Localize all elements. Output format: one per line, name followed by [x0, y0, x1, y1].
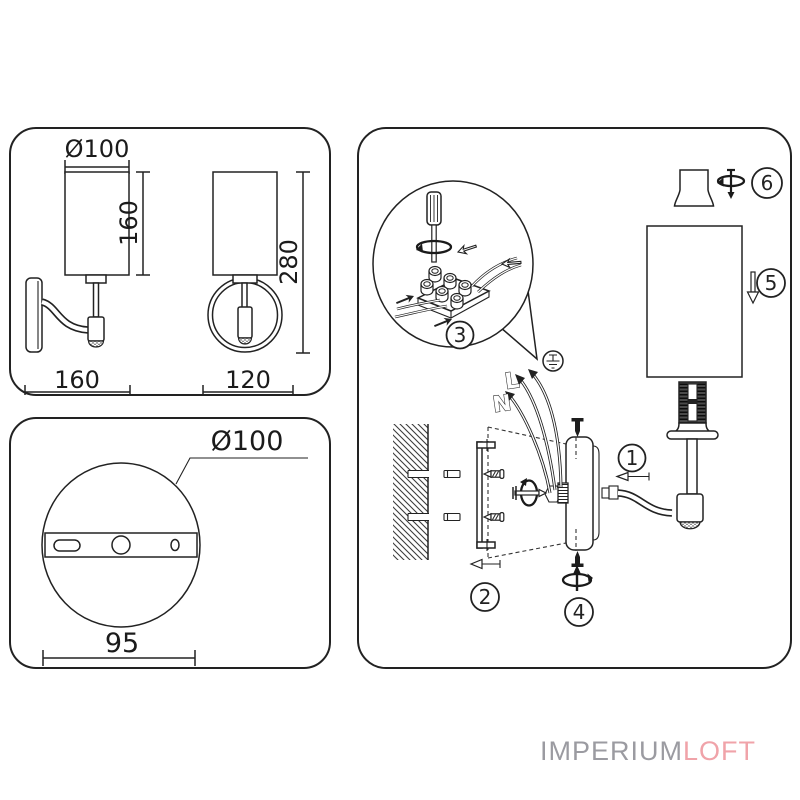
- svg-text:1: 1: [626, 446, 639, 470]
- shade-outline: [212, 171, 278, 276]
- projection-dashed-lines: [487, 426, 567, 559]
- hole-spacing-label: 95: [105, 628, 139, 659]
- adjust-screw-rotate-icon: [512, 478, 548, 507]
- base-view-panel: Ø100 95: [9, 417, 331, 669]
- rotate-arrow-icon: [415, 239, 453, 255]
- socket-flange: [666, 430, 719, 440]
- joint-dome: [679, 521, 701, 530]
- wall-anchor-icon: [443, 512, 461, 522]
- sconce-side-view: Ø100 160 160: [24, 135, 150, 395]
- mounting-bracket: [476, 426, 567, 559]
- svg-text:4: 4: [573, 600, 586, 624]
- hole-spacing-dimension-line: [42, 650, 196, 666]
- detail-balloon: 3: [372, 180, 539, 361]
- svg-text:6: 6: [761, 171, 774, 195]
- assembly-panel: L N: [357, 127, 792, 669]
- shade-outline: [64, 171, 130, 276]
- shade-neck: [85, 274, 107, 284]
- supply-wires: [505, 369, 563, 494]
- step-3-badge: 3: [445, 320, 475, 350]
- step-4-badge: 4: [564, 597, 594, 627]
- thread-slot-bar: [688, 399, 697, 404]
- total-height-label: 280: [275, 239, 303, 285]
- brand-logo: IMPERIUMLOFT: [540, 736, 756, 766]
- direction-arrow-left-icon: [469, 558, 501, 570]
- drill-hole: [407, 469, 429, 479]
- height-dimension-line: [136, 171, 150, 276]
- small-hole: [170, 538, 180, 552]
- depth-dimension-line: [24, 385, 131, 395]
- svg-text:3: 3: [454, 323, 467, 347]
- socket: [87, 316, 105, 342]
- wall-hatch: [393, 424, 428, 560]
- arm-assembly: [601, 381, 719, 530]
- slot-hole: [53, 539, 81, 552]
- swivel-joint: [676, 493, 704, 523]
- wire-live-label: L: [503, 368, 520, 395]
- arm-ferrule: [608, 485, 619, 500]
- step-5-badge: 5: [756, 268, 786, 298]
- socket: [237, 306, 253, 339]
- step-2-badge: 2: [470, 582, 500, 612]
- direction-arrow-down-icon: [746, 271, 760, 305]
- step-6-badge: 6: [751, 167, 783, 199]
- cable-gland: [544, 482, 569, 504]
- stem: [241, 282, 248, 310]
- drill-hole: [407, 512, 429, 522]
- rotate-screw-icon: [716, 168, 746, 199]
- diameter-leader-line: [175, 457, 308, 485]
- dimension-views-panel: Ø100 160 160 280: [9, 127, 331, 396]
- width-label: 120: [225, 366, 271, 394]
- svg-text:2: 2: [479, 585, 492, 609]
- ground-icon: [542, 350, 564, 372]
- socket-dome: [87, 340, 105, 348]
- wire-neutral-label: N: [491, 391, 513, 418]
- shade-neck: [232, 274, 258, 284]
- drop-stem: [686, 438, 698, 495]
- rotate-screw-icon: [561, 565, 593, 591]
- balloon-wires: [394, 256, 522, 319]
- shade-height-label: 160: [115, 200, 143, 246]
- fixing-screw-bottom-icon: [571, 551, 584, 567]
- brand-logo-primary: IMPERIUM: [540, 736, 683, 766]
- sconce-front-view: 280 120: [202, 171, 310, 395]
- finial-cap: [673, 169, 715, 207]
- base-diameter-label: Ø100: [211, 426, 284, 457]
- stem: [92, 282, 100, 318]
- wall-anchor-icon: [443, 469, 461, 479]
- step-1-badge: 1: [617, 443, 647, 473]
- socket-dome: [237, 337, 253, 345]
- screwdriver-icon: [426, 191, 442, 263]
- base-circle: [41, 462, 201, 628]
- width-dimension-line: [202, 385, 294, 395]
- wall-plate: [25, 277, 43, 353]
- backplate-rim: [592, 445, 600, 541]
- depth-label: 160: [54, 366, 100, 394]
- brand-logo-accent: LOFT: [683, 736, 756, 766]
- shade-diameter-label: Ø100: [65, 135, 130, 163]
- direction-arrow-left-icon: [615, 471, 650, 482]
- fixing-screw-top-icon: [571, 418, 584, 437]
- center-hole: [111, 535, 131, 555]
- balloon-pointer: [499, 282, 539, 361]
- wall-section: [393, 424, 461, 560]
- shade-cylinder: [646, 225, 743, 378]
- total-height-dimension-line: [296, 171, 310, 354]
- svg-text:5: 5: [765, 271, 778, 295]
